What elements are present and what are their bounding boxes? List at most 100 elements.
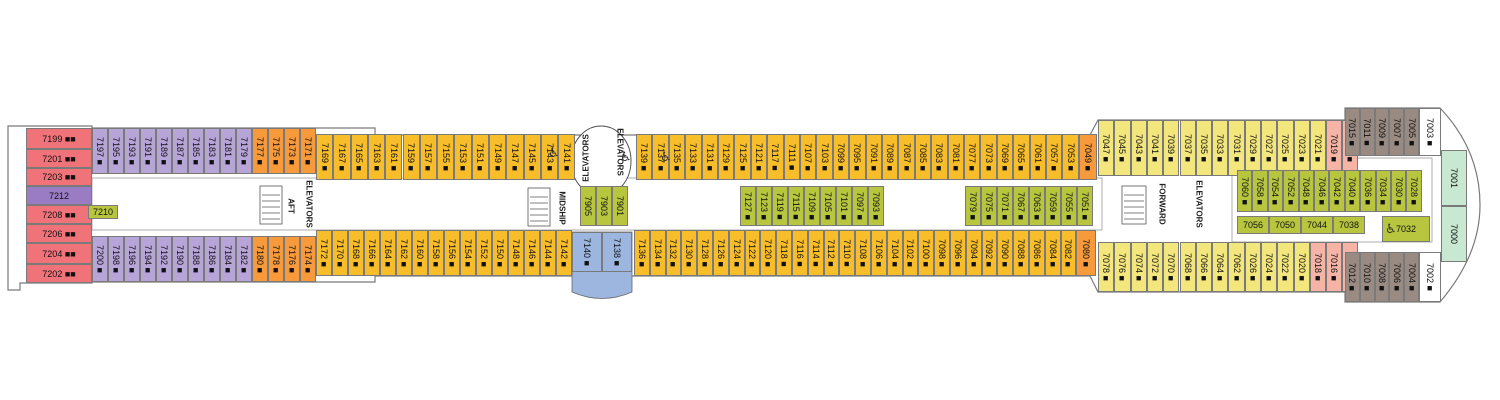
cabin-7105[interactable]: 7105 ■ — [820, 186, 836, 226]
cabin-7125[interactable]: 7125 ■ — [734, 134, 751, 180]
cabin-7194[interactable]: 7194 ■ — [140, 236, 156, 282]
cabin-7201[interactable]: 7201 ■■ — [26, 149, 92, 168]
cabin-7150[interactable]: 7150 ■ — [492, 230, 508, 276]
cabin-7101[interactable]: 7101 ■ — [836, 186, 852, 226]
cabin-7198[interactable]: 7198 ■ — [108, 236, 124, 282]
cabin-7143[interactable]: 7143 ■ — [540, 134, 559, 180]
cabin-7066[interactable]: 7066 ■ — [1195, 242, 1213, 292]
cabin-7110[interactable]: 7110 ■ — [839, 230, 856, 276]
cabin-7158[interactable]: 7158 ■ — [428, 230, 444, 276]
cabin-7126[interactable]: 7126 ■ — [713, 230, 729, 276]
cabin-7033[interactable]: 7033 ■ — [1212, 120, 1229, 176]
cabin-7019[interactable]: 7019 ■ — [1326, 120, 1342, 176]
cabin-7004[interactable]: 7004 ■ — [1404, 252, 1419, 302]
cabin-7128[interactable]: 7128 ■ — [697, 230, 713, 276]
cabin-7007[interactable]: 7007 ■ — [1389, 108, 1405, 156]
cabin-7132[interactable]: 7132 ■ — [665, 230, 682, 276]
cabin-7074[interactable]: 7074 ■ — [1130, 242, 1147, 292]
cabin-7052[interactable]: 7052 ■ — [1283, 170, 1299, 212]
cabin-7160[interactable]: 7160 ■ — [412, 230, 428, 276]
cabin-7188[interactable]: 7188 ■ — [188, 236, 204, 282]
cabin-7085[interactable]: 7085 ■ — [914, 134, 932, 180]
cabin-7174[interactable]: 7174 ■ — [300, 236, 316, 282]
cabin-7114[interactable]: 7114 ■ — [807, 230, 824, 276]
cabin-7159[interactable]: 7159 ■ — [402, 134, 420, 180]
cabin-7093[interactable]: 7093 ■ — [868, 186, 884, 226]
cabin-7212[interactable]: 7212 — [26, 186, 92, 205]
cabin-7062[interactable]: 7062 ■ — [1228, 242, 1245, 292]
cabin-7042[interactable]: 7042 ■ — [1329, 170, 1345, 212]
cabin-7027[interactable]: 7027 ■ — [1261, 120, 1278, 176]
cabin-7123[interactable]: 7123 ■ — [756, 186, 772, 226]
cabin-7043[interactable]: 7043 ■ — [1130, 120, 1147, 176]
cabin-7187[interactable]: 7187 ■ — [172, 128, 188, 174]
cabin-7148[interactable]: 7148 ■ — [508, 230, 524, 276]
cabin-7903[interactable]: 7903 — [596, 186, 612, 226]
cabin-7109[interactable]: 7109 ■ — [804, 186, 820, 226]
cabin-7176[interactable]: 7176 ■ — [284, 236, 300, 282]
cabin-7021[interactable]: 7021 ■ — [1309, 120, 1327, 176]
cabin-7156[interactable]: 7156 ■ — [444, 230, 460, 276]
cabin-7054[interactable]: 7054 ■ — [1267, 170, 1284, 212]
cabin-7169[interactable]: 7169 ■ — [316, 134, 334, 180]
cabin-7184[interactable]: 7184 ■ — [220, 236, 236, 282]
cabin-7142[interactable]: 7142 ■ — [556, 230, 572, 276]
cabin-7144[interactable]: 7144 ■ — [540, 230, 556, 276]
cabin-7104[interactable]: 7104 ■ — [886, 230, 903, 276]
cabin-7067[interactable]: 7067 ■ — [1013, 186, 1029, 226]
cabin-7015[interactable]: 7015 ■ — [1345, 108, 1360, 156]
cabin-7145[interactable]: 7145 ■ — [523, 134, 541, 180]
cabin-7170[interactable]: 7170 ■ — [332, 230, 348, 276]
cabin-7040[interactable]: 7040 ■ — [1344, 170, 1361, 212]
cabin-7080[interactable]: 7080 ■ — [1076, 230, 1096, 276]
cabin-7045[interactable]: 7045 ■ — [1114, 120, 1131, 176]
cabin-7141[interactable]: 7141 ■ — [558, 134, 576, 180]
cabin-7022[interactable]: 7022 ■ — [1277, 242, 1294, 292]
cabin-7139[interactable]: 7139 ■ — [636, 134, 653, 180]
cabin-7077[interactable]: 7077 ■ — [964, 134, 981, 180]
cabin-7138[interactable]: 7138 ■ — [602, 232, 632, 272]
cabin-7137[interactable]: 7137 ■ — [652, 134, 669, 180]
cabin-7166[interactable]: 7166 ■ — [364, 230, 380, 276]
cabin-7153[interactable]: 7153 ■ — [454, 134, 472, 180]
cabin-7088[interactable]: 7088 ■ — [1013, 230, 1029, 276]
cabin-7048[interactable]: 7048 ■ — [1298, 170, 1314, 212]
cabin-7072[interactable]: 7072 ■ — [1146, 242, 1164, 292]
cabin-7119[interactable]: 7119 ■ — [772, 186, 788, 226]
cabin-7094[interactable]: 7094 ■ — [965, 230, 982, 276]
cabin-7029[interactable]: 7029 ■ — [1244, 120, 1261, 176]
cabin-7006[interactable]: 7006 ■ — [1389, 252, 1405, 302]
cabin-7165[interactable]: 7165 ■ — [350, 134, 368, 180]
cabin-7001[interactable]: 7001 — [1441, 150, 1467, 206]
cabin-7026[interactable]: 7026 ■ — [1244, 242, 1261, 292]
cabin-7057[interactable]: 7057 ■ — [1046, 134, 1063, 180]
cabin-7116[interactable]: 7116 ■ — [792, 230, 808, 276]
cabin-7117[interactable]: 7117 ■ — [767, 134, 784, 180]
cabin-7025[interactable]: 7025 ■ — [1277, 120, 1294, 176]
cabin-7059[interactable]: 7059 ■ — [1045, 186, 1061, 226]
cabin-7058[interactable]: 7058 ■ — [1252, 170, 1268, 212]
cabin-7061[interactable]: 7061 ■ — [1029, 134, 1046, 180]
cabin-7191[interactable]: 7191 ■ — [140, 128, 156, 174]
cabin-7120[interactable]: 7120 ■ — [760, 230, 777, 276]
cabin-7107[interactable]: 7107 ■ — [800, 134, 817, 180]
cabin-7096[interactable]: 7096 ■ — [950, 230, 966, 276]
cabin-7034[interactable]: 7034 ■ — [1375, 170, 1391, 212]
cabin-7003[interactable]: 7003 ■ — [1419, 108, 1441, 156]
cabin-7168[interactable]: 7168 ■ — [348, 230, 364, 276]
cabin-7163[interactable]: 7163 ■ — [367, 134, 386, 180]
cabin-7073[interactable]: 7073 ■ — [980, 134, 997, 180]
cabin-7010[interactable]: 7010 ■ — [1359, 252, 1375, 302]
cabin-7106[interactable]: 7106 ■ — [871, 230, 887, 276]
cabin-7102[interactable]: 7102 ■ — [902, 230, 919, 276]
cabin-7089[interactable]: 7089 ■ — [882, 134, 899, 180]
cabin-7039[interactable]: 7039 ■ — [1163, 120, 1180, 176]
cabin-7069[interactable]: 7069 ■ — [996, 134, 1014, 180]
cabin-7098[interactable]: 7098 ■ — [934, 230, 950, 276]
cabin-7011[interactable]: 7011 ■ — [1359, 108, 1375, 156]
cabin-7063[interactable]: 7063 ■ — [1029, 186, 1045, 226]
cabin-7189[interactable]: 7189 ■ — [156, 128, 172, 174]
cabin-7192[interactable]: 7192 ■ — [156, 236, 172, 282]
cabin-7024[interactable]: 7024 ■ — [1261, 242, 1278, 292]
cabin-7111[interactable]: 7111 ■ — [783, 134, 800, 180]
